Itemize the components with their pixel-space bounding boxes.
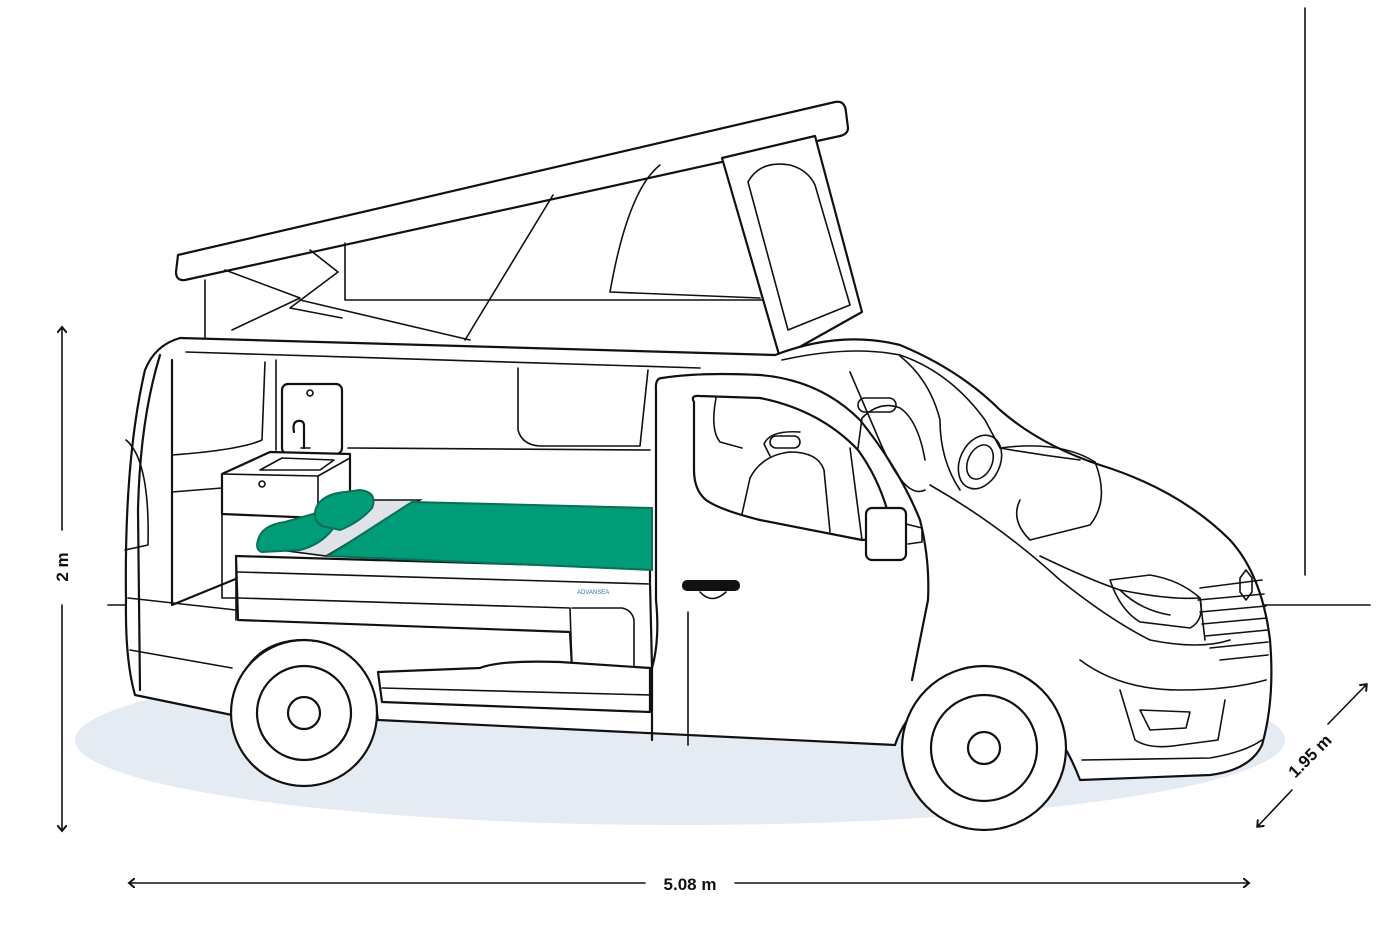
pillow bbox=[313, 488, 375, 532]
height-dimension: 2 m bbox=[53, 328, 72, 830]
height-label: 2 m bbox=[53, 552, 72, 581]
length-label: 5.08 m bbox=[664, 875, 717, 894]
bed: ADVANSEA bbox=[234, 488, 654, 670]
front-end bbox=[929, 445, 1269, 761]
side-panels bbox=[376, 372, 930, 746]
width-label: 1.95 m bbox=[1285, 731, 1336, 782]
rear-wheel bbox=[229, 638, 379, 788]
length-dimension: 5.08 m bbox=[130, 875, 1248, 894]
front-wheel bbox=[900, 664, 1068, 832]
cab bbox=[691, 350, 1081, 562]
popup-roof bbox=[174, 100, 864, 360]
pillow bbox=[256, 510, 336, 554]
door-handle bbox=[682, 580, 740, 591]
brand-logo bbox=[1239, 569, 1253, 601]
bed-brand-mark: ADVANSEA bbox=[577, 590, 609, 596]
kitchen-unit bbox=[220, 382, 352, 599]
mattress bbox=[324, 500, 653, 572]
